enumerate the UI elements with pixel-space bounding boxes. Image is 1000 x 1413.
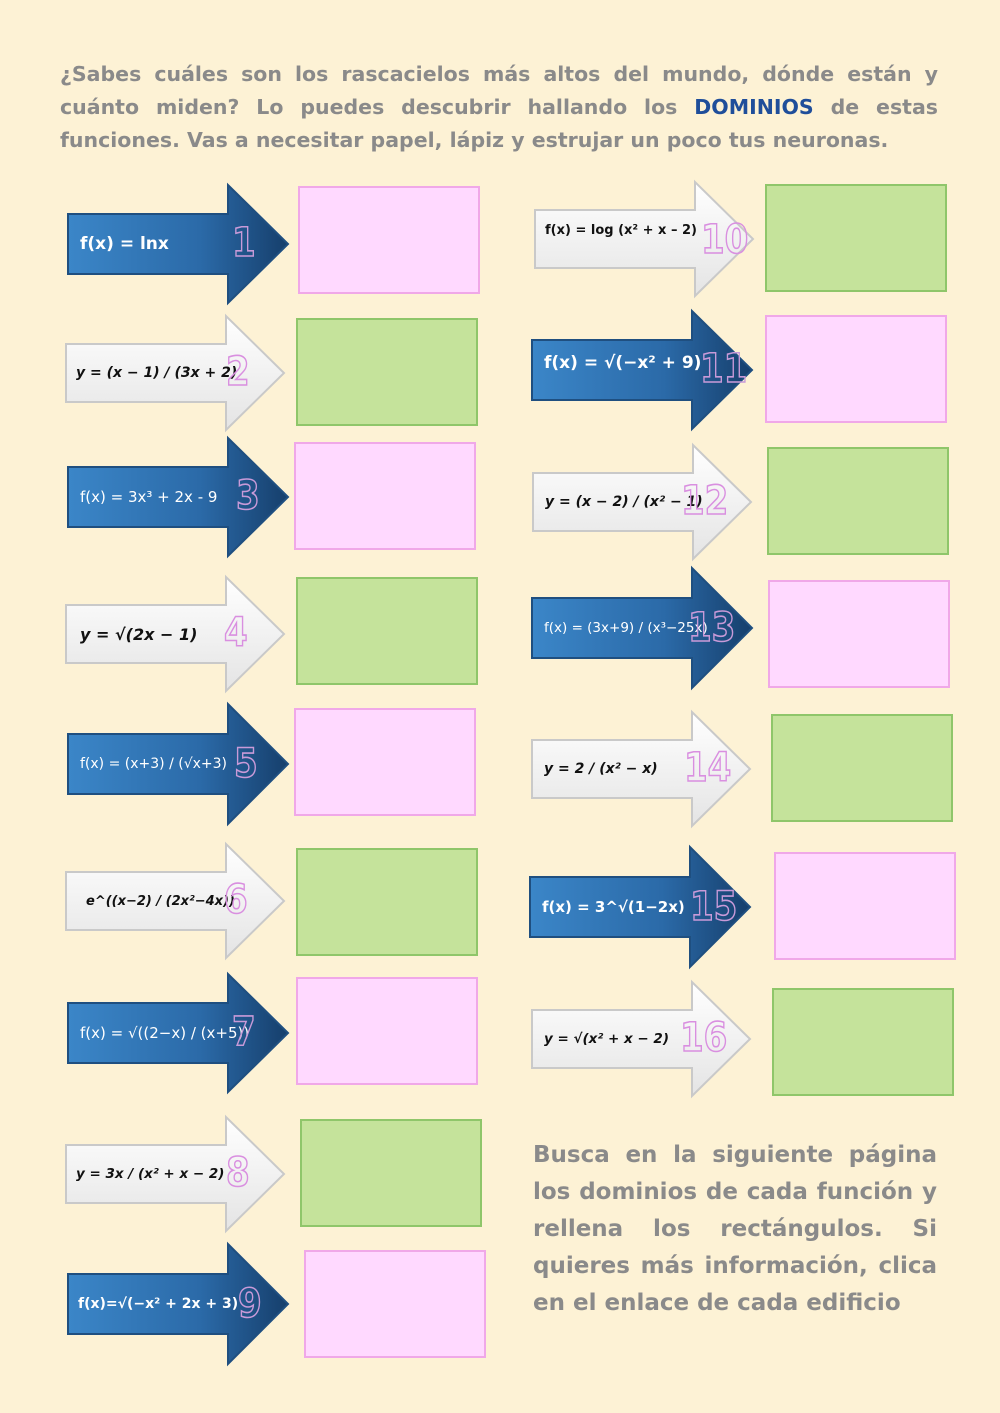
function-arrow-15: f(x) = 3^√(1−2x) 15 [528,844,752,970]
function-arrow-2: y = (x − 1) / (3x + 2) 2 [64,313,286,433]
function-arrow-11: f(x) = √(−x² + 9) 11 [530,308,754,432]
function-formula: y = 2 / (x² − x) [544,761,658,777]
answer-box-6[interactable] [296,848,478,956]
answer-box-8[interactable] [300,1119,482,1227]
arrow-shape [65,841,286,961]
arrow-shape [529,844,752,970]
function-formula: f(x) = √((2−x) / (x+5)) [80,1024,250,1042]
answer-box-16[interactable] [772,988,954,1096]
function-formula: f(x) = log (x² + x – 2) [545,222,697,238]
function-arrow-8: y = 3x / (x² + x − 2) 8 [64,1114,286,1234]
arrow-shape [67,435,290,559]
function-formula: f(x) = lnx [80,234,169,254]
answer-box-12[interactable] [767,447,949,555]
arrow-shape [67,182,290,306]
intro-text: ¿Sabes cuáles son los rascacielos más al… [60,62,938,152]
function-number: 2 [225,349,250,395]
function-formula: y = √(2x − 1) [80,624,198,644]
function-arrow-16: y = √(x² + x − 2) 16 [530,979,752,1099]
answer-box-13[interactable] [768,580,950,688]
answer-box-9[interactable] [304,1250,486,1358]
function-number: 6 [223,877,248,923]
function-number: 11 [699,346,748,392]
arrow-shape [67,1241,290,1367]
function-number: 16 [679,1015,728,1061]
function-number: 3 [235,473,260,519]
arrow-shape [531,979,752,1099]
answer-box-15[interactable] [774,852,956,960]
function-arrow-14: y = 2 / (x² − x) 14 [530,709,752,829]
arrow-shape [65,1114,286,1234]
function-arrow-1: f(x) = lnx 1 [66,182,290,306]
function-number: 10 [700,217,749,263]
function-number: 7 [231,1009,256,1055]
arrow-shape [65,574,286,694]
function-arrow-4: y = √(2x − 1) 4 [64,574,286,694]
function-number: 4 [223,610,248,656]
answer-box-10[interactable] [765,184,947,292]
arrow-shape [532,442,753,562]
answer-box-2[interactable] [296,318,478,426]
answer-box-4[interactable] [296,577,478,685]
arrow-shape [531,709,752,829]
function-formula: f(x) = (3x+9) / (x³−25x) [544,620,708,636]
answer-box-5[interactable] [294,708,476,816]
function-number: 15 [689,884,738,930]
function-arrow-10: f(x) = log (x² + x – 2) 10 [533,179,755,299]
arrow-shape [531,565,754,691]
function-arrow-13: f(x) = (3x+9) / (x³−25x) 13 [530,565,754,691]
function-arrow-7: f(x) = √((2−x) / (x+5)) 7 [66,971,290,1095]
arrow-shape [67,701,290,827]
answer-box-7[interactable] [296,977,478,1085]
function-formula: y = (x − 2) / (x² − 1) [545,494,703,510]
function-formula: f(x) = 3x³ + 2x - 9 [80,488,218,506]
answer-box-11[interactable] [765,315,947,423]
function-arrow-5: f(x) = (x+3) / (√x+3) 5 [66,701,290,827]
function-formula: f(x) = (x+3) / (√x+3) [80,756,227,772]
dominios-highlight: DOMINIOS [694,95,814,119]
function-arrow-6: e^((x−2) / (2x²−4x)) 6 [64,841,286,961]
function-number: 13 [687,605,736,651]
function-number: 9 [237,1281,262,1327]
arrow-shape [534,179,755,299]
function-number: 1 [231,220,256,266]
answer-box-1[interactable] [298,186,480,294]
function-number: 5 [233,741,258,787]
function-arrow-12: y = (x − 2) / (x² − 1) 12 [531,442,753,562]
function-formula: y = 3x / (x² + x − 2) [76,1166,225,1182]
function-formula: y = √(x² + x − 2) [544,1031,670,1047]
function-arrow-9: f(x)=√(−x² + 2x + 3) 9 [66,1241,290,1367]
arrow-shape [531,308,754,432]
function-formula: f(x)=√(−x² + 2x + 3) [78,1296,239,1312]
function-formula: f(x) = √(−x² + 9) [544,353,702,373]
answer-box-14[interactable] [771,714,953,822]
answer-box-3[interactable] [294,442,476,550]
function-formula: y = (x − 1) / (3x + 2) [76,365,238,381]
function-number: 8 [225,1150,250,1196]
arrow-shape [65,313,286,433]
function-arrow-3: f(x) = 3x³ + 2x - 9 3 [66,435,290,559]
function-number: 14 [683,745,732,791]
function-number: 12 [680,478,729,524]
arrow-shape [67,971,290,1095]
function-formula: e^((x−2) / (2x²−4x)) [86,893,235,909]
closing-instructions: Busca en la siguiente página los dominio… [533,1142,937,1316]
function-formula: f(x) = 3^√(1−2x) [542,898,685,916]
